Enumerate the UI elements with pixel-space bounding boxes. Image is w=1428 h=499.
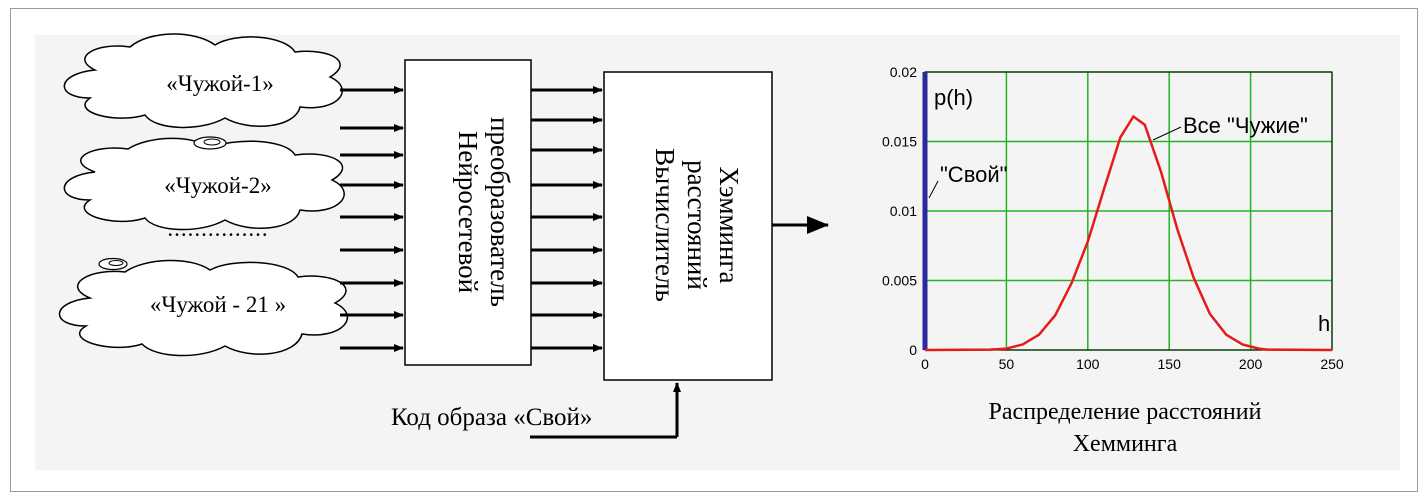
link-arrows xyxy=(531,86,603,352)
calculator-box xyxy=(603,71,773,381)
calculator-label-line-2: расстояний xyxy=(682,160,712,290)
cloud-alien-21: «Чужой - 21 » xyxy=(58,257,348,357)
ylabel: p(h) xyxy=(934,85,973,110)
x-tick-label: 200 xyxy=(1239,356,1263,372)
x-tick-labels: 0 50 100 150 200 250 xyxy=(921,356,1344,372)
cloud-alien-2: «Чужой-2» xyxy=(63,136,345,231)
annotation-svoi: "Свой" xyxy=(940,162,1007,187)
y-tick-label: 0.005 xyxy=(882,273,917,289)
cloud-21-label: «Чужой - 21 » xyxy=(150,292,286,317)
transformer-label-line-1: Нейросетевой xyxy=(453,131,483,293)
input-arrows xyxy=(340,86,404,352)
chart-caption-line-2: Хемминга xyxy=(1073,431,1178,457)
annotation-leader-svoi xyxy=(928,180,939,199)
cloud-1-label: «Чужой-1» xyxy=(166,71,273,96)
x-tick-label: 250 xyxy=(1320,356,1344,372)
transformer-box xyxy=(404,59,532,366)
calculator-label-line-3: Хэмминга xyxy=(714,167,744,284)
chart: 0 50 100 150 200 250 0 0.005 0.01 0.015 0.02 p(h)… xyxy=(882,64,1344,457)
chart-caption-line-1: Распределение расстояний xyxy=(989,399,1262,425)
y-tick-label: 0.02 xyxy=(890,64,917,80)
y-tick-labels: 0 0.005 0.01 0.015 0.02 xyxy=(882,64,917,358)
figure-frame xyxy=(10,8,1418,492)
x-tick-label: 50 xyxy=(999,356,1015,372)
y-tick-label: 0 xyxy=(909,342,917,358)
ellipsis-dots: ............... xyxy=(167,216,268,241)
calculator-label-line-1: Вычислитель xyxy=(650,148,680,302)
x-tick-label: 100 xyxy=(1076,356,1100,372)
transformer-label-line-2: преобразователь xyxy=(485,117,515,307)
annotation-aliens: Все "Чужие" xyxy=(1183,113,1308,138)
y-tick-label: 0.01 xyxy=(890,203,917,219)
curve-all-aliens xyxy=(924,114,1333,352)
x-tick-label: 150 xyxy=(1158,356,1182,372)
code-label: Код образа «Свой» xyxy=(391,404,592,431)
cloud-alien-1: «Чужой-1» xyxy=(63,33,343,129)
annotation-leader-aliens xyxy=(1152,126,1182,141)
cloud-2-label: «Чужой-2» xyxy=(164,173,271,198)
xlabel: h xyxy=(1318,311,1330,336)
y-tick-label: 0.015 xyxy=(882,134,917,150)
x-tick-label: 0 xyxy=(921,356,929,372)
code-input: Код образа «Свой» xyxy=(391,382,681,439)
